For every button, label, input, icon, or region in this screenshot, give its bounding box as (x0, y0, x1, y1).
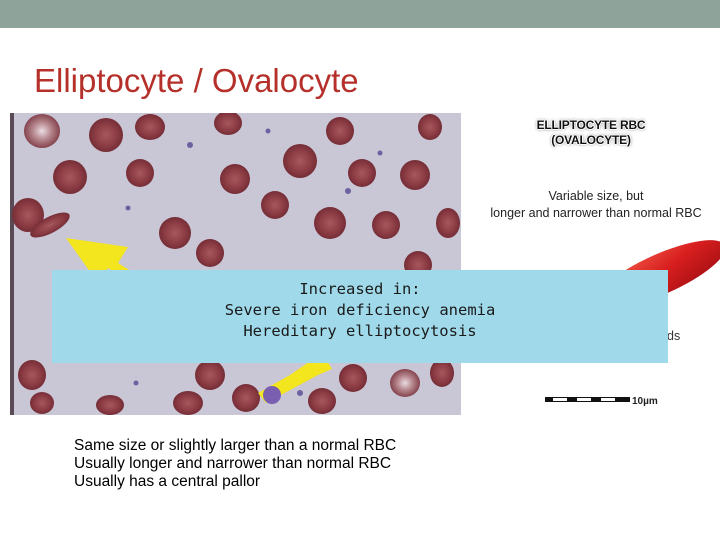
diagram-description-line: longer and narrower than normal RBC (490, 206, 702, 220)
note-line: Usually has a central pallor (74, 473, 261, 490)
callout-item: Severe iron deficiency anemia (224, 301, 496, 319)
description-notes: Same size or slightly larger than a norm… (74, 437, 396, 491)
scale-label: 10µm (632, 396, 658, 407)
scale-bar (545, 397, 630, 402)
diagram-description-line: Variable size, but (548, 189, 644, 203)
callout-heading: Increased in: (299, 280, 421, 298)
diagram-title: ELLIPTOCYTE RBC (OVALOCYTE) (524, 118, 658, 148)
rbc-cells (12, 113, 460, 415)
callout-item: Hereditary elliptocytosis (243, 322, 477, 340)
lymphocyte (263, 386, 281, 404)
note-line: Usually longer and narrower than normal … (74, 455, 392, 472)
slide-title: Elliptocyte / Ovalocyte (34, 62, 359, 99)
scale-bar-segment (601, 398, 615, 401)
diagram-partial-text: ds (667, 329, 681, 343)
blood-smear-image (10, 113, 461, 415)
blood-smear-graphic (10, 113, 461, 415)
diagram-description: Variable size, but longer and narrower t… (476, 188, 716, 222)
diagram-title-line: ELLIPTOCYTE RBC (536, 118, 646, 132)
top-banner (0, 0, 720, 28)
increased-in-callout: Increased in: Severe iron deficiency ane… (52, 270, 668, 363)
diagram-title-line: (OVALOCYTE) (551, 133, 631, 147)
scale-bar-segment (577, 398, 591, 401)
note-line: Same size or slightly larger than a norm… (74, 437, 397, 454)
scale-bar-segment (553, 398, 567, 401)
